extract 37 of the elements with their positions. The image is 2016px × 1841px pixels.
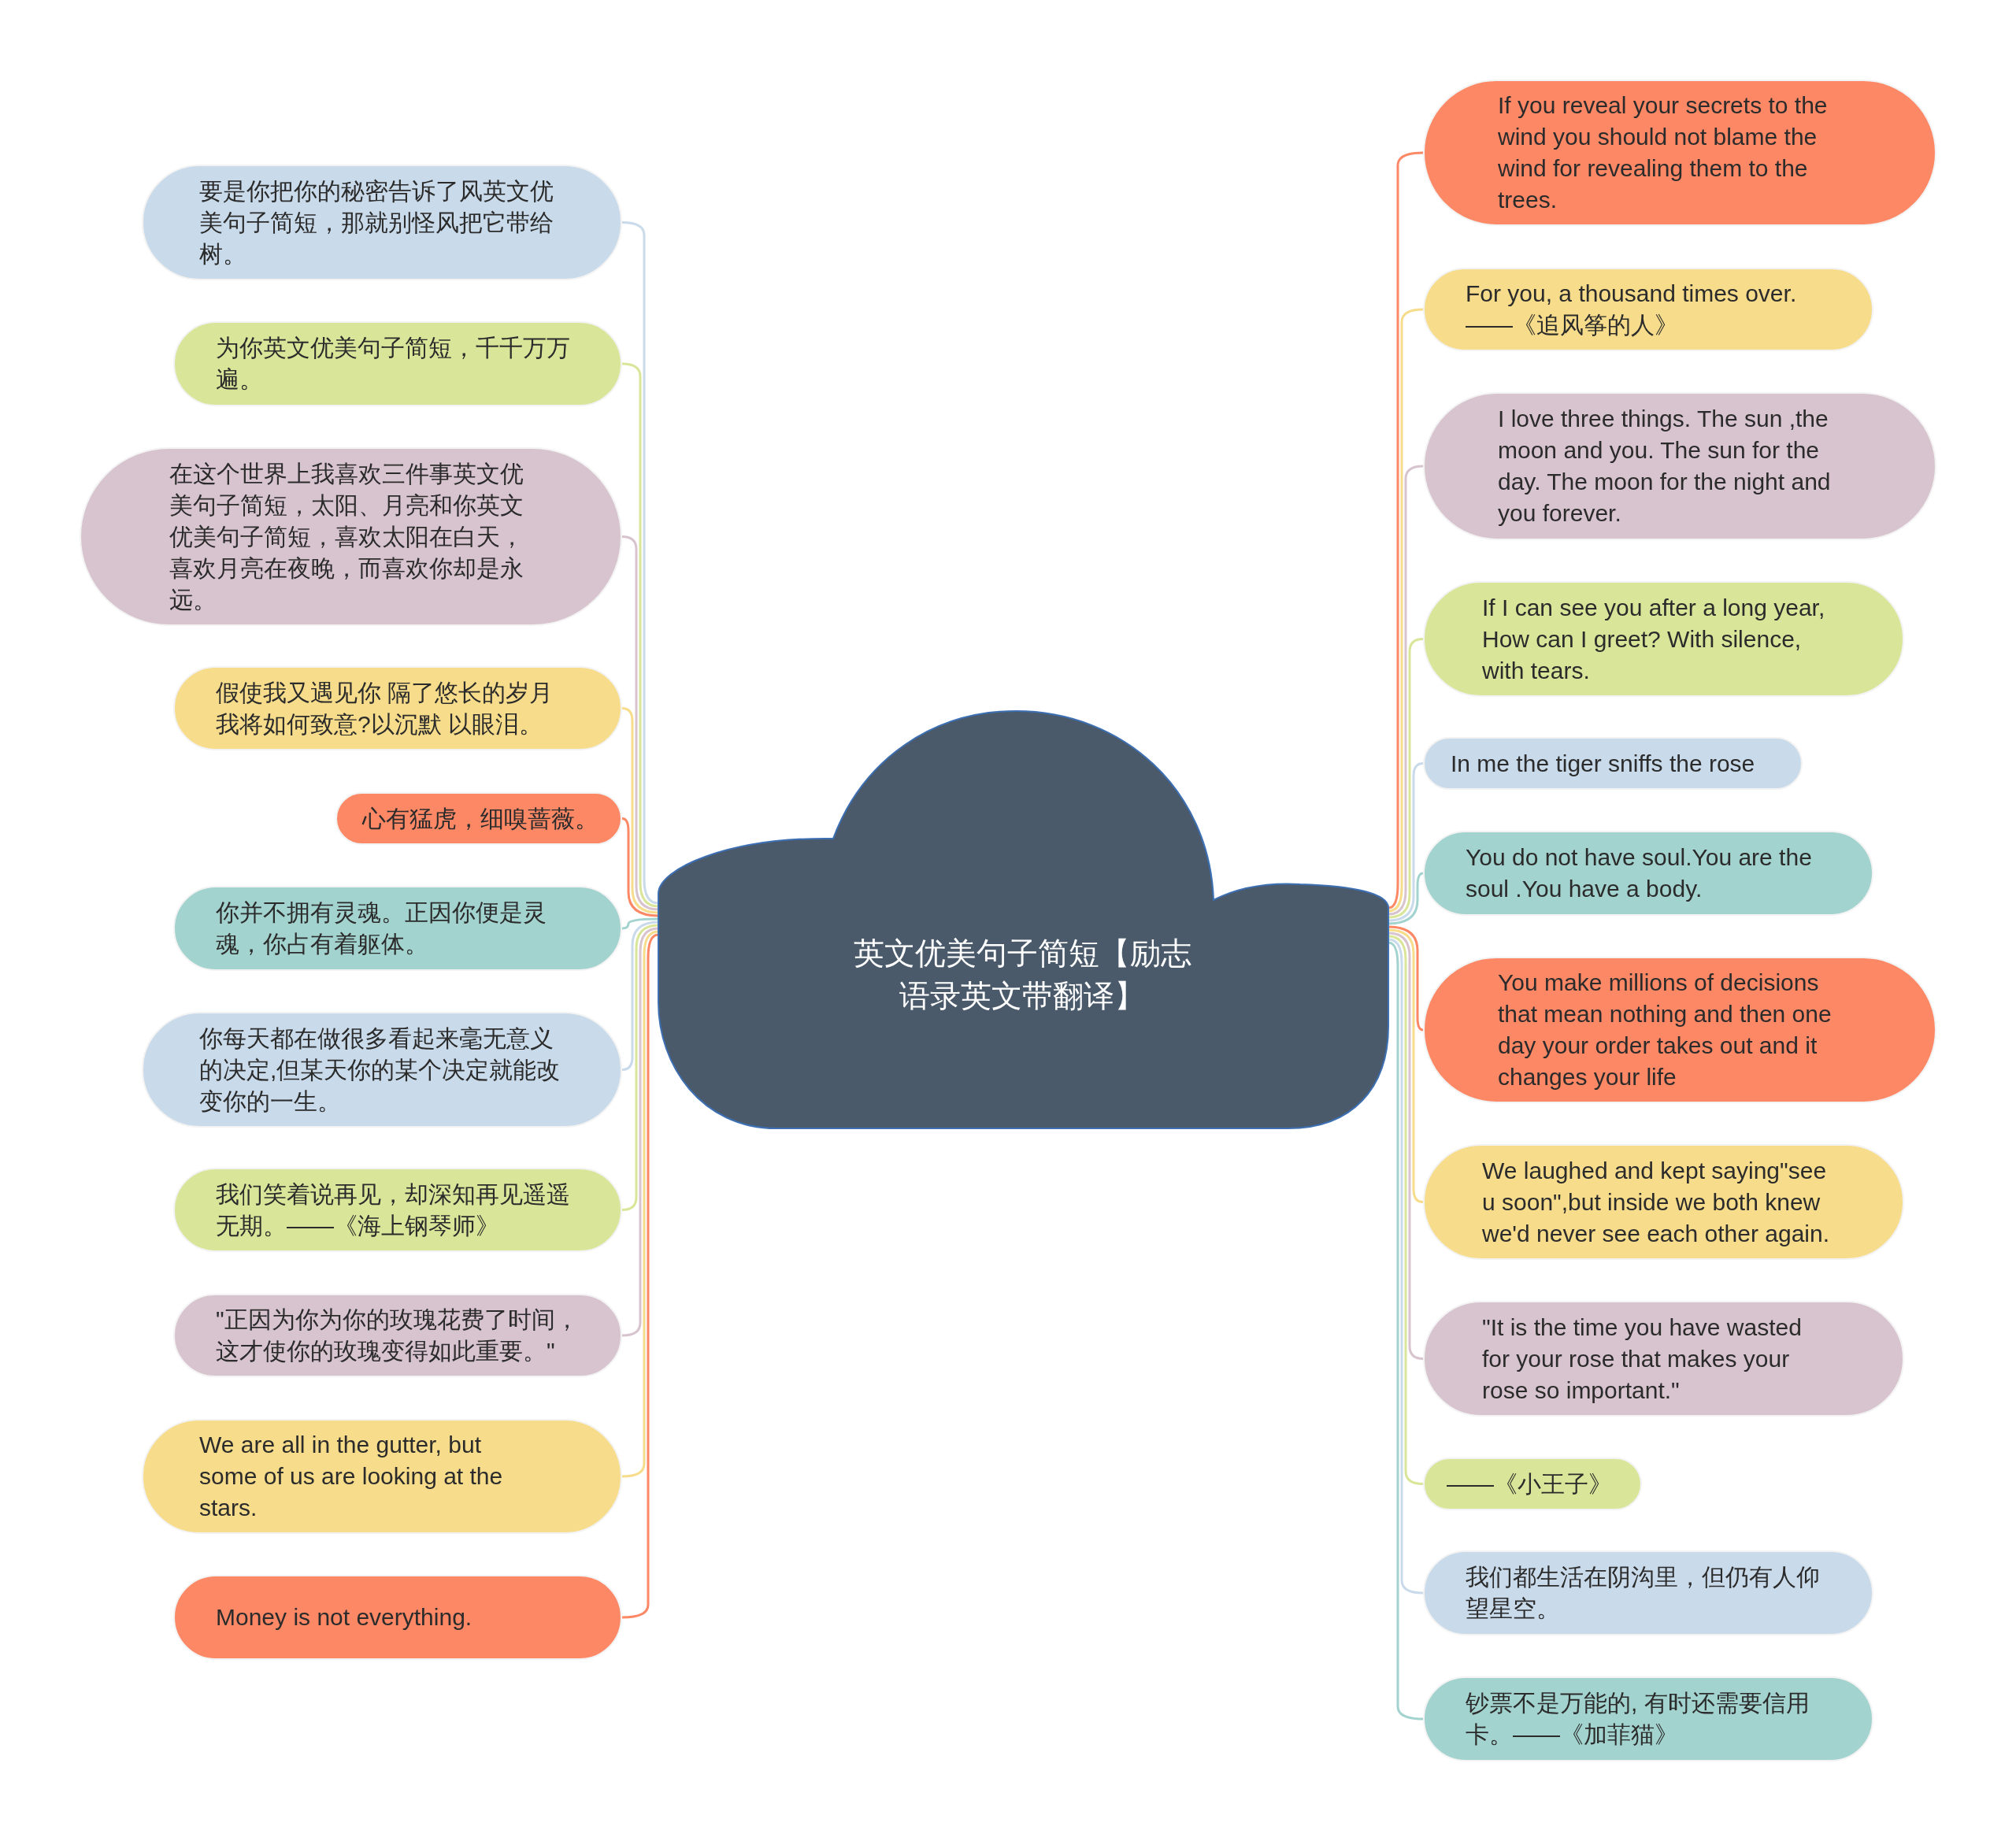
topic-pill: ——《小王子》 [1423,1458,1642,1510]
topic-pill: For you, a thousand times over. ——《追风筝的人》 [1423,268,1873,351]
topic-pill: "It is the time you have wasted for your rose that makes your rose so important." [1423,1301,1904,1417]
connector-line [621,917,658,930]
topic-pill: 假使我又遇见你 隔了悠长的岁月我将如何致意?以沉默 以眼泪。 [173,666,622,750]
topic-pill: 心有猛虎，细嗅蔷薇。 [335,792,622,845]
topic-pill: If you reveal your secrets to the wind you should not blame the wind for revealing them to the trees. [1423,80,1936,226]
central-cloud: 英文优美句子简短【励志语录英文带翻译】 [658,711,1388,1128]
topic-pill: 我们笑着说再见，却深知再见遥遥无期。——《海上钢琴师》 [173,1168,622,1252]
connector-line [621,920,659,1071]
topic-pill: 在这个世界上我喜欢三件事英文优美句子简短，太阳、月亮和你英文优美句子简短，喜欢太阳在白天，喜欢月亮在夜晚，而喜欢你却是永远。 [80,447,622,626]
connector-line [621,362,659,908]
topic-pill: 你每天都在做很多看起来毫无意义的决定,但某天你的某个决定就能改变你的一生。 [142,1012,622,1128]
topic-pill: 为你英文优美句子简短，千千万万遍。 [173,321,622,406]
topic-pill: We laughed and kept saying"see u soon",but inside we both knew we'd never see each other again. [1423,1144,1904,1260]
topic-pill: We are all in the gutter, but some of us are looking at the stars. [142,1419,622,1534]
topic-pill: 要是你把你的秘密告诉了风英文优美句子简短，那就别怪风把它带给树。 [142,165,622,280]
topic-pill: 你并不拥有灵魂。正因你便是灵魂，你占有着躯体。 [173,886,622,971]
topic-pill: I love three things. The sun ,the moon and you. The sun for the day. The moon for the night and you forever. [1423,392,1936,540]
connector-line [621,924,659,1211]
topic-pill: You do not have soul.You are the soul .You have a body. [1423,831,1873,916]
topic-pill: If I can see you after a long year, How can I greet? With silence, with tears. [1423,581,1904,697]
topic-pill: "正因为你为你的玫瑰花费了时间，这才使你的玫瑰变得如此重要。" [173,1294,622,1377]
topic-pill: 我们都生活在阴沟里，但仍有人仰望星空。 [1423,1550,1873,1635]
topic-pill: 钞票不是万能的, 有时还需要信用卡。——《加菲猫》 [1423,1676,1873,1761]
connector-line [621,927,659,1337]
connector-line [1388,465,1424,916]
connector-line [621,535,659,911]
connector-line [621,221,659,905]
connector-line [1388,308,1424,913]
topic-pill: Money is not everything. [173,1575,622,1660]
connector-line [621,930,659,1478]
connector-line [621,933,659,1619]
connector-line [621,707,659,914]
topic-pill: In me the tiger sniffs the rose [1423,737,1803,790]
connector-line [621,817,659,917]
topic-pill: You make millions of decisions that mean nothing and then one day your order takes out and it changes your life [1423,957,1936,1103]
